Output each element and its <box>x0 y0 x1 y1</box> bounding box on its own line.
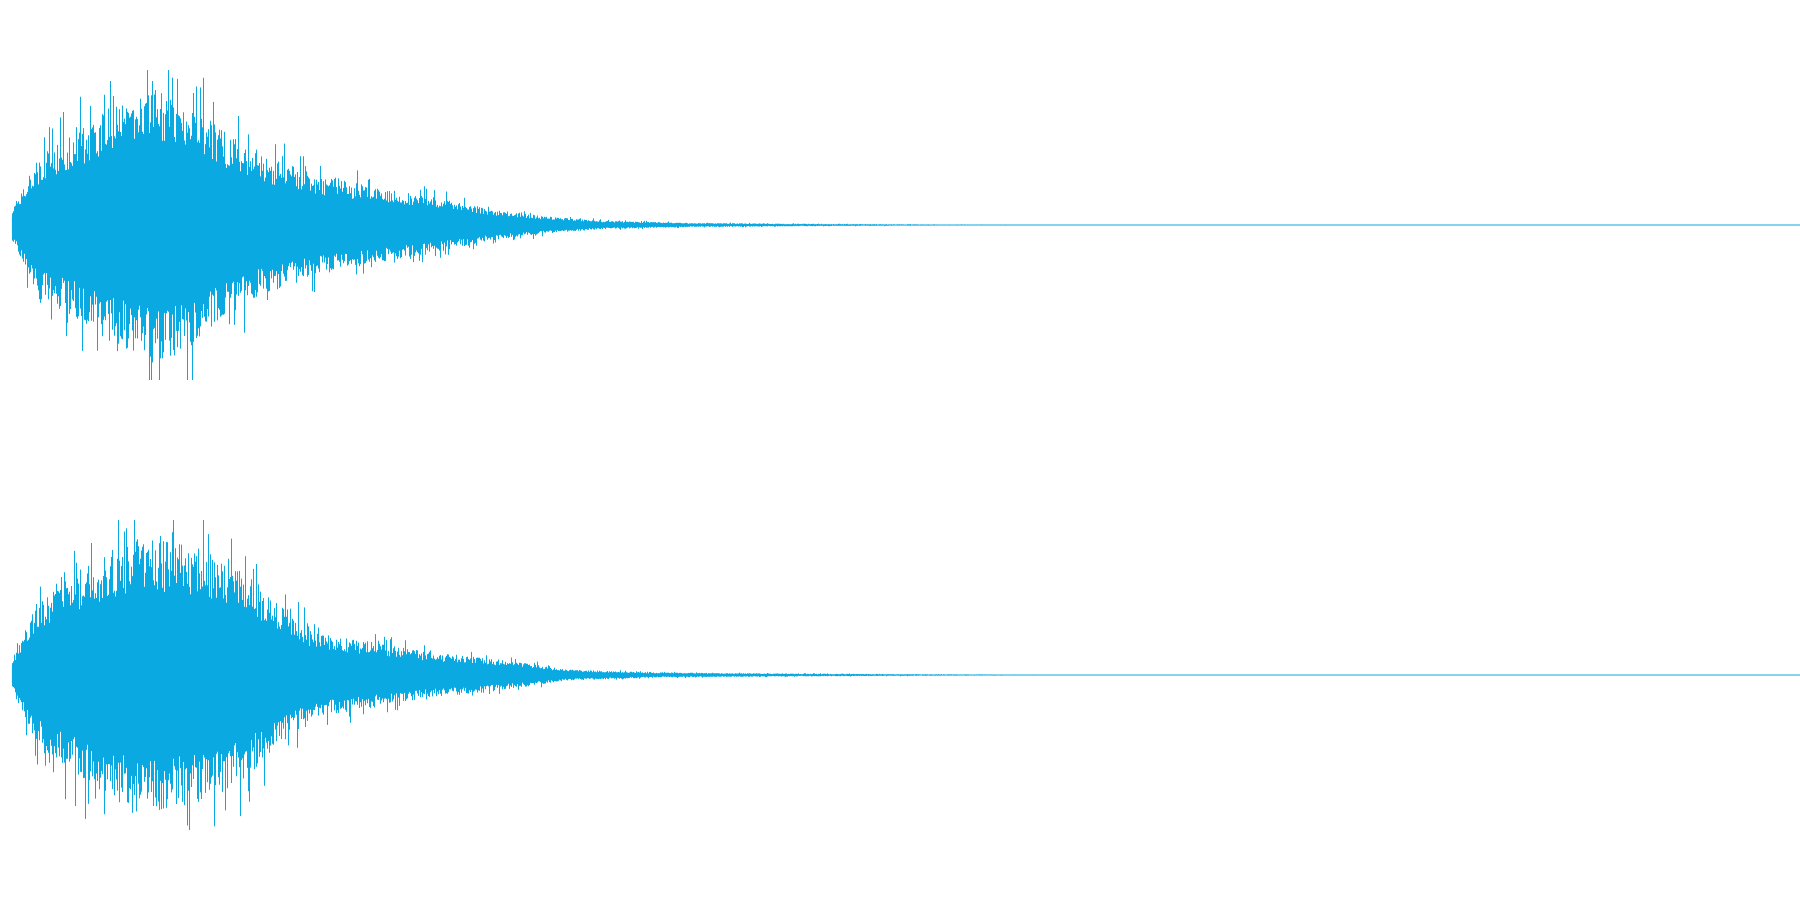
waveform-core <box>11 609 649 741</box>
waveform-channel-bottom <box>11 520 1800 830</box>
waveform-channel-top <box>11 70 1800 380</box>
waveform-core <box>11 159 663 291</box>
